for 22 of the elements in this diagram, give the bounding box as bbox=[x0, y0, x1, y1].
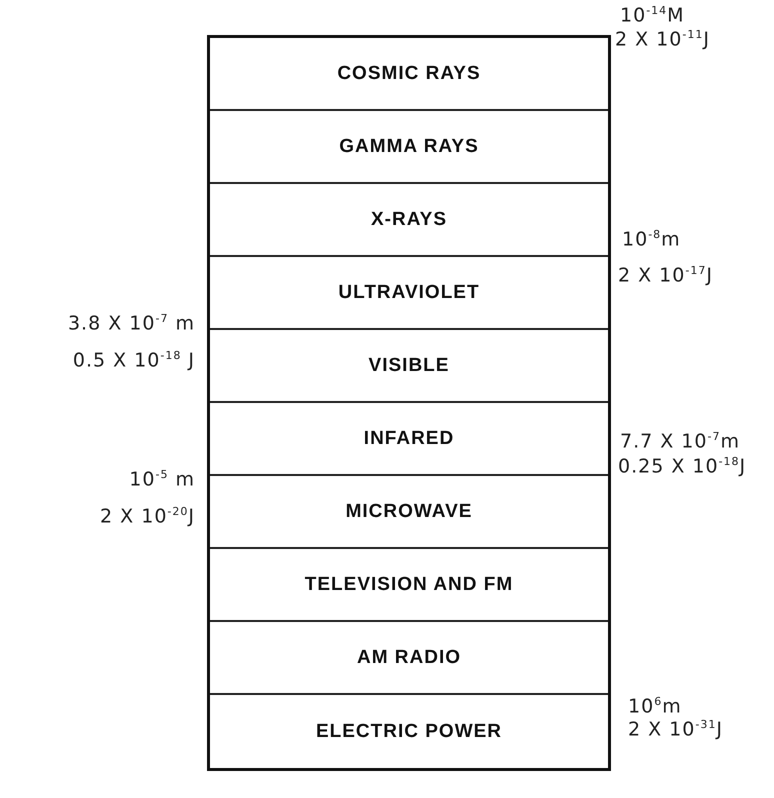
measurement-label: 10$^{-14}$M bbox=[620, 4, 685, 26]
measurement-label: 2 X 10$^{-31}$J bbox=[628, 718, 723, 740]
band-label: COSMIC RAYS bbox=[337, 62, 481, 84]
band-label: ULTRAVIOLET bbox=[338, 282, 480, 304]
measurement-label: 10$^{-5}$ m bbox=[129, 468, 195, 490]
band-label: GAMMA RAYS bbox=[339, 136, 479, 158]
measurement-label: 0.25 X 10$^{-18}$J bbox=[618, 455, 746, 478]
measurement-label: 2 X 10$^{-20}$J bbox=[100, 505, 195, 528]
band-label: VISIBLE bbox=[368, 354, 450, 376]
band-label: INFARED bbox=[364, 428, 454, 450]
measurement-label: 3.8 X 10$^{-7}$ m bbox=[68, 312, 195, 334]
measurement-label: 0.5 X 10$^{-18}$ J bbox=[72, 349, 195, 372]
band-label: AM RADIO bbox=[356, 646, 462, 668]
measurement-label: 10$^{-8}$m bbox=[622, 228, 681, 250]
band-label: ELECTRIC POWER bbox=[316, 720, 502, 742]
measurement-label: 2 X 10$^{-11}$J bbox=[615, 28, 710, 50]
measurement-label: 2 X 10$^{-17}$J bbox=[618, 264, 713, 286]
measurement-label: 7.7 X 10$^{-7}$m bbox=[620, 430, 740, 452]
band-label: TELEVISION AND FM bbox=[304, 574, 514, 596]
measurement-label: 10$^{6}$m bbox=[628, 695, 682, 718]
band-label: X-RAYS bbox=[370, 208, 448, 230]
band-label: MICROWAVE bbox=[346, 500, 472, 522]
